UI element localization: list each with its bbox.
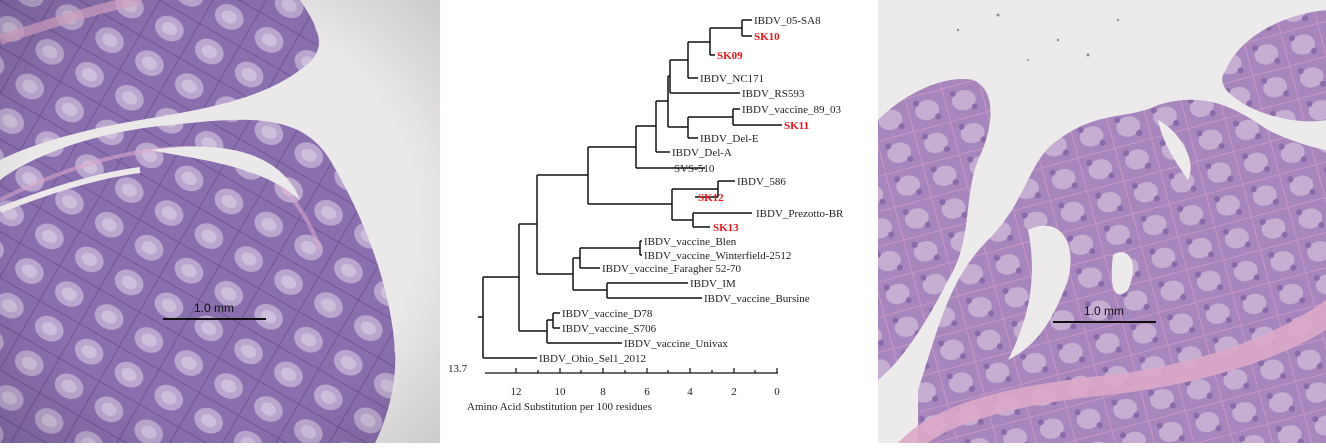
leaf-label: SVS-510 [674, 163, 715, 175]
axis-tick-label: 12 [511, 386, 522, 398]
axis-tick-label: 4 [687, 386, 693, 398]
leaf-label: IBDV_Del-E [700, 133, 759, 145]
axis-tick-label: 10 [555, 386, 567, 398]
leaf-label-highlight: SK10 [754, 31, 780, 43]
leaf-label: IBDV_Ohio_Sel1_2012 [539, 353, 646, 365]
leaf-label: IBDV_vaccine_Winterfield-2512 [644, 250, 791, 262]
leaf-label: IBDV_Del-A [672, 147, 732, 159]
left-scale-label: 1.0 mm [194, 301, 234, 315]
axis-tick-label: 2 [731, 386, 737, 398]
leaf-label: IBDV_IM [690, 278, 736, 290]
axis-tick-label: 6 [644, 386, 650, 398]
leaf-label: IBDV_vaccine_S706 [562, 323, 657, 335]
tree-branches [478, 19, 782, 359]
right-tissue-image: 1.0 mm [878, 0, 1326, 443]
axis-tick-label: 0 [774, 386, 780, 398]
right-micrograph: 1.0 mm [878, 0, 1326, 443]
leaf-label: IBDV_586 [737, 176, 786, 188]
axis-label: Amino Acid Substitution per 100 residues [467, 401, 652, 413]
axis-tick-label: 8 [600, 386, 606, 398]
leaf-label: IBDV_NC171 [700, 73, 764, 85]
distance-axis: 12 10 8 6 4 2 0 Amino Acid Substitution … [467, 368, 780, 413]
leaf-label-highlight: SK12 [698, 192, 724, 204]
leaf-label: IBDV_vaccine_Faragher 52-70 [602, 263, 741, 275]
leaf-label: IBDV_vaccine_Blen [644, 236, 737, 248]
leaf-label: IBDV_05-SA8 [754, 15, 821, 27]
leaf-label: IBDV_vaccine_89_03 [742, 104, 841, 116]
phylogenetic-tree-panel: IBDV_05-SA8 SK10 SK09 IBDV_NC171 IBDV_RS… [440, 0, 878, 443]
leaf-label-highlight: SK09 [717, 50, 743, 62]
right-scale-label: 1.0 mm [1084, 304, 1124, 318]
left-tissue-image: 1.0 mm [0, 0, 440, 443]
leaf-label-highlight: SK11 [784, 120, 809, 132]
leaf-label: IBDV_vaccine_D78 [562, 308, 653, 320]
tree-leaf-labels: IBDV_05-SA8 SK10 SK09 IBDV_NC171 IBDV_RS… [539, 15, 844, 365]
leaf-label: IBDV_Prezotto-BR [756, 208, 844, 220]
leaf-label: IBDV_vaccine_Univax [624, 338, 728, 350]
phylogenetic-tree: IBDV_05-SA8 SK10 SK09 IBDV_NC171 IBDV_RS… [448, 15, 844, 413]
left-micrograph: 1.0 mm [0, 0, 440, 443]
leaf-label-highlight: SK13 [713, 222, 739, 234]
root-distance-label: 13.7 [448, 363, 468, 375]
leaf-label: IBDV_RS593 [742, 88, 805, 100]
leaf-label: IBDV_vaccine_Bursine [704, 293, 810, 305]
